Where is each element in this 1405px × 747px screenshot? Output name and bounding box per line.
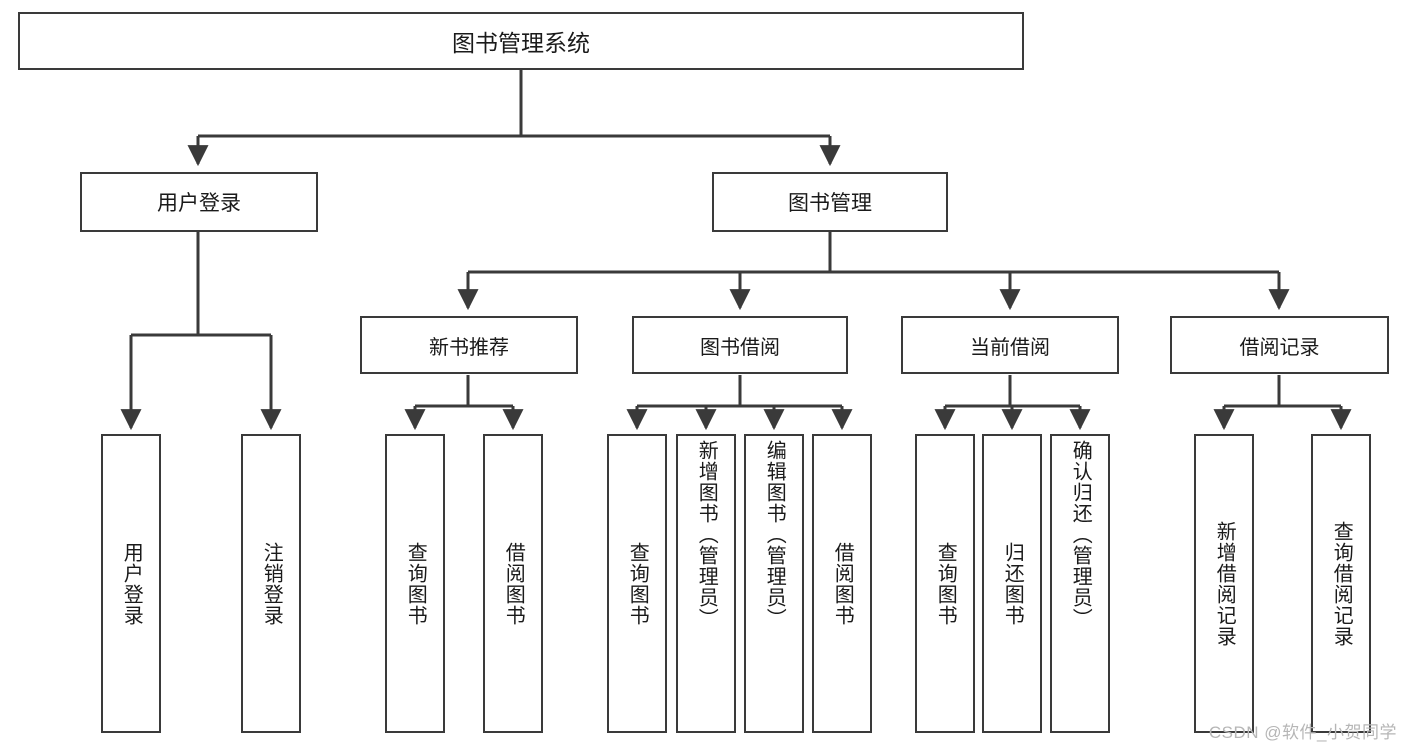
node-book-management[interactable]: 图书管理 [712,172,948,232]
leaf-label: 查询借阅记录 [1330,520,1353,647]
leaf-borrow-record-query[interactable]: 查询借阅记录 [1311,434,1371,733]
node-borrow-record[interactable]: 借阅记录 [1170,316,1389,374]
leaf-new-book-query[interactable]: 查询图书 [385,434,445,733]
node-current-borrow[interactable]: 当前借阅 [901,316,1119,374]
node-borrow-record-label: 借阅记录 [1239,336,1320,359]
leaf-borrow-record-add[interactable]: 新增借阅记录 [1194,434,1254,733]
leaf-current-borrow-return[interactable]: 归还图书 [982,434,1042,733]
node-root[interactable]: 图书管理系统 [18,12,1024,70]
leaf-book-borrow-query[interactable]: 查询图书 [607,434,667,733]
node-user-login[interactable]: 用户登录 [80,172,318,232]
node-new-book-recommend[interactable]: 新书推荐 [360,316,578,374]
leaf-label: 借阅图书 [831,541,854,626]
node-root-label: 图书管理系统 [452,30,590,56]
leaf-book-borrow-borrow[interactable]: 借阅图书 [812,434,872,733]
node-current-borrow-label: 当前借阅 [970,336,1050,359]
leaf-label: 用户登录 [120,541,143,626]
leaf-book-borrow-add[interactable]: 新增图书（管理员） [676,434,736,733]
leaf-label: 查询图书 [626,541,649,626]
leaf-current-borrow-confirm[interactable]: 确认归还（管理员） [1050,434,1110,733]
node-book-borrow-label: 图书借阅 [700,336,780,359]
leaf-label: 查询图书 [404,541,427,626]
leaf-book-borrow-edit[interactable]: 编辑图书（管理员） [744,434,804,733]
leaf-user-login-login[interactable]: 用户登录 [101,434,161,733]
leaf-label: 新增借阅记录 [1213,520,1236,647]
leaf-user-login-logout[interactable]: 注销登录 [241,434,301,733]
leaf-label: 归还图书 [1001,541,1024,626]
node-book-borrow[interactable]: 图书借阅 [632,316,848,374]
leaf-label: 编辑图书（管理员） [763,440,786,629]
leaf-label: 借阅图书 [502,541,525,626]
leaf-label: 确认归还（管理员） [1069,440,1092,629]
leaf-new-book-borrow[interactable]: 借阅图书 [483,434,543,733]
leaf-label: 新增图书（管理员） [695,440,718,629]
node-user-login-label: 用户登录 [157,192,241,215]
node-new-book-recommend-label: 新书推荐 [429,336,509,359]
leaf-label: 注销登录 [260,541,283,626]
watermark: CSDN @软件_小贺同学 [1208,723,1397,742]
leaf-current-borrow-query[interactable]: 查询图书 [915,434,975,733]
node-book-management-label: 图书管理 [788,192,872,215]
leaf-label: 查询图书 [934,541,957,626]
